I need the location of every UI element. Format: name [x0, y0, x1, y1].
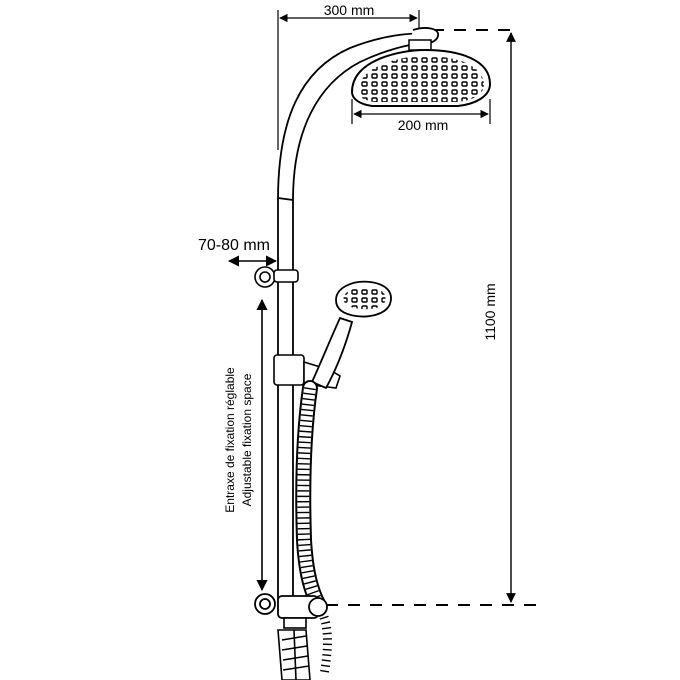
fixation-label-english: Adjustable fixation space — [240, 373, 254, 506]
hand-shower-handle — [310, 316, 354, 390]
total-height-label: 1100 mm — [482, 283, 498, 340]
wall-offset-dimension: 70-80 mm — [198, 237, 278, 267]
fixation-label-french: Entraxe de fixation réglable — [223, 367, 237, 513]
wall-offset-label: 70-80 mm — [198, 237, 270, 254]
riser-outer-line — [277, 32, 431, 600]
pipe-joint — [277, 197, 294, 201]
inlet-nut — [283, 617, 307, 629]
riser-inner-line — [292, 43, 421, 600]
inlet-center-line — [293, 629, 297, 680]
fixation-space-dimension: Entraxe de fixation réglable Adjustable … — [223, 298, 268, 592]
lower-bracket-screw — [259, 598, 271, 610]
slider-body — [273, 354, 305, 386]
flexible-hose — [295, 380, 332, 676]
head-nozzles — [358, 56, 484, 102]
hand-shower-nozzles — [343, 287, 386, 310]
diverter-knob — [308, 597, 328, 617]
upper-bracket-clamp — [273, 269, 299, 283]
hose-coils — [297, 387, 324, 607]
arm-length-dimension: 300 mm — [277, 2, 420, 150]
head-connector — [408, 39, 432, 51]
upper-bracket-screw — [259, 271, 271, 283]
rain-shower-head: 200 mm — [350, 39, 492, 133]
inlet-connector — [277, 617, 311, 680]
hose-lower-coils — [317, 610, 332, 676]
diverter-mixer — [254, 593, 328, 619]
arm-length-label: 300 mm — [324, 2, 375, 18]
upper-wall-bracket — [254, 266, 299, 288]
head-diameter-label: 200 mm — [398, 117, 449, 133]
total-height-dimension: 1100 mm — [326, 29, 540, 606]
hand-shower — [310, 280, 392, 390]
